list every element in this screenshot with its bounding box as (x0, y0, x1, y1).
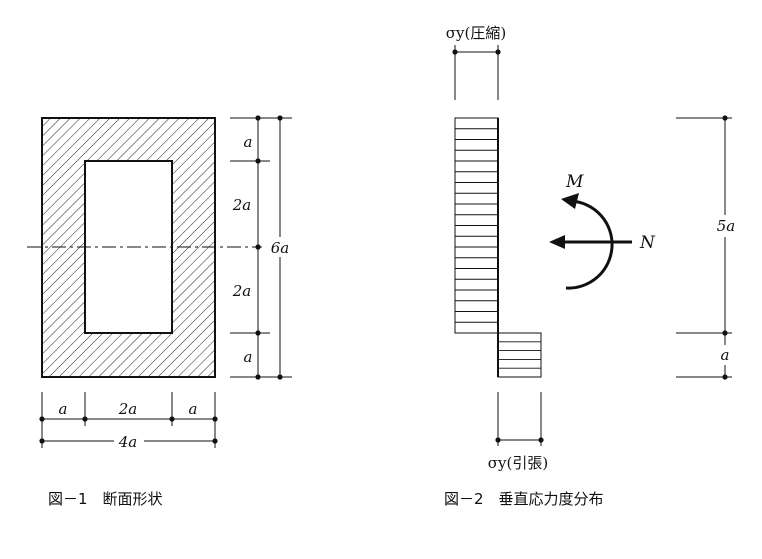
stress-compression-label: σy(圧縮) (446, 24, 506, 42)
dim-label-2a-upper: 2a (232, 196, 252, 214)
dim-label-2a-lower: 2a (232, 282, 252, 300)
figure2-caption: 図－2 垂直応力度分布 (444, 490, 604, 508)
dim-label-a-bottom: a (244, 348, 253, 366)
tension-stress-block (497, 332, 542, 378)
vertical-dimension-dots (255, 115, 283, 380)
figure1-section: a 2a 2a a 6a a 2a a 4a 図－1 断面形状 (27, 115, 297, 508)
axial-force-arrow (549, 235, 632, 249)
dim-label-a-right-fig2: a (721, 346, 730, 364)
dim-label-a-left: a (59, 400, 68, 418)
dim-label-a-right: a (189, 400, 198, 418)
compression-dimension (454, 45, 499, 100)
dim-label-4a: 4a (118, 433, 138, 451)
stress-tension-label: σy(引張) (488, 454, 548, 472)
dim-label-a-top: a (244, 133, 253, 151)
tension-dimension (497, 392, 542, 446)
dim-label-2a-middle: 2a (118, 400, 138, 418)
dim-label-6a: 6a (271, 239, 290, 257)
axial-force-label: N (639, 233, 656, 253)
figure2-stress: σy(圧縮) σy(引張) M (444, 24, 742, 508)
compression-stress-block (454, 117, 499, 334)
right-dimension-chain (676, 117, 732, 378)
horizontal-dimension-dots (39, 416, 218, 444)
dim-label-5a: 5a (717, 217, 736, 235)
moment-arrow (561, 193, 614, 290)
figure1-caption: 図－1 断面形状 (48, 490, 163, 508)
moment-label: M (565, 172, 584, 192)
